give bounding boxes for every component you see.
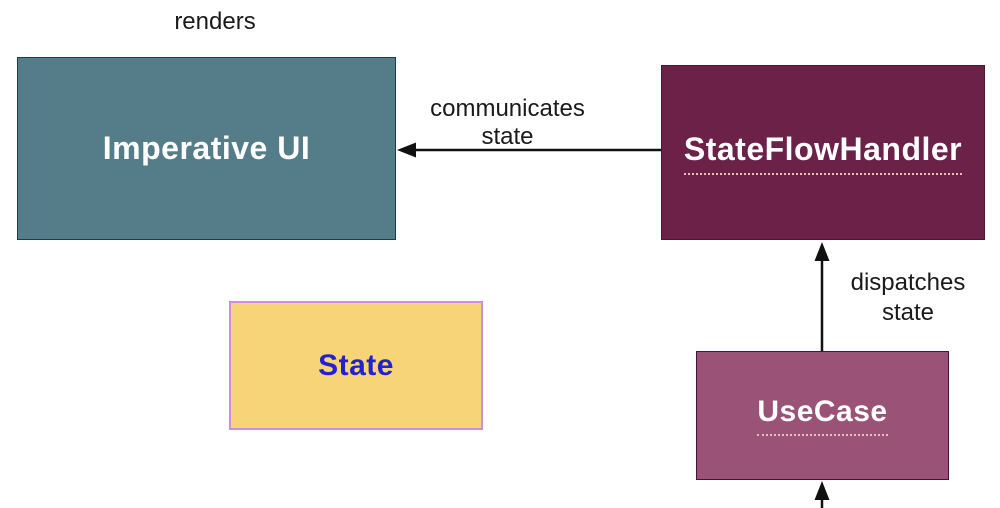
node-state: State [229,301,483,430]
edge-label-line: dispatches [850,269,966,296]
node-imperative-ui-label: Imperative UI [102,130,311,166]
node-use-case: UseCase [696,351,949,480]
node-imperative-ui: Imperative UI [17,57,396,240]
edge-label-line: communicates [430,95,585,122]
edge-label-line: state [481,123,534,150]
node-state-flow-handler: StateFlowHandler [661,65,985,240]
edge-label-communicates-state: communicates state [405,95,610,151]
node-state-flow-handler-label: StateFlowHandler [683,131,963,175]
arrow-bottom-input [814,481,830,508]
edge-label-dispatches-state: dispatches state [828,268,988,328]
edge-label-line: state [881,299,935,326]
node-use-case-label: UseCase [757,395,888,436]
node-state-label: State [318,348,394,382]
edge-label-renders: renders [174,8,256,35]
